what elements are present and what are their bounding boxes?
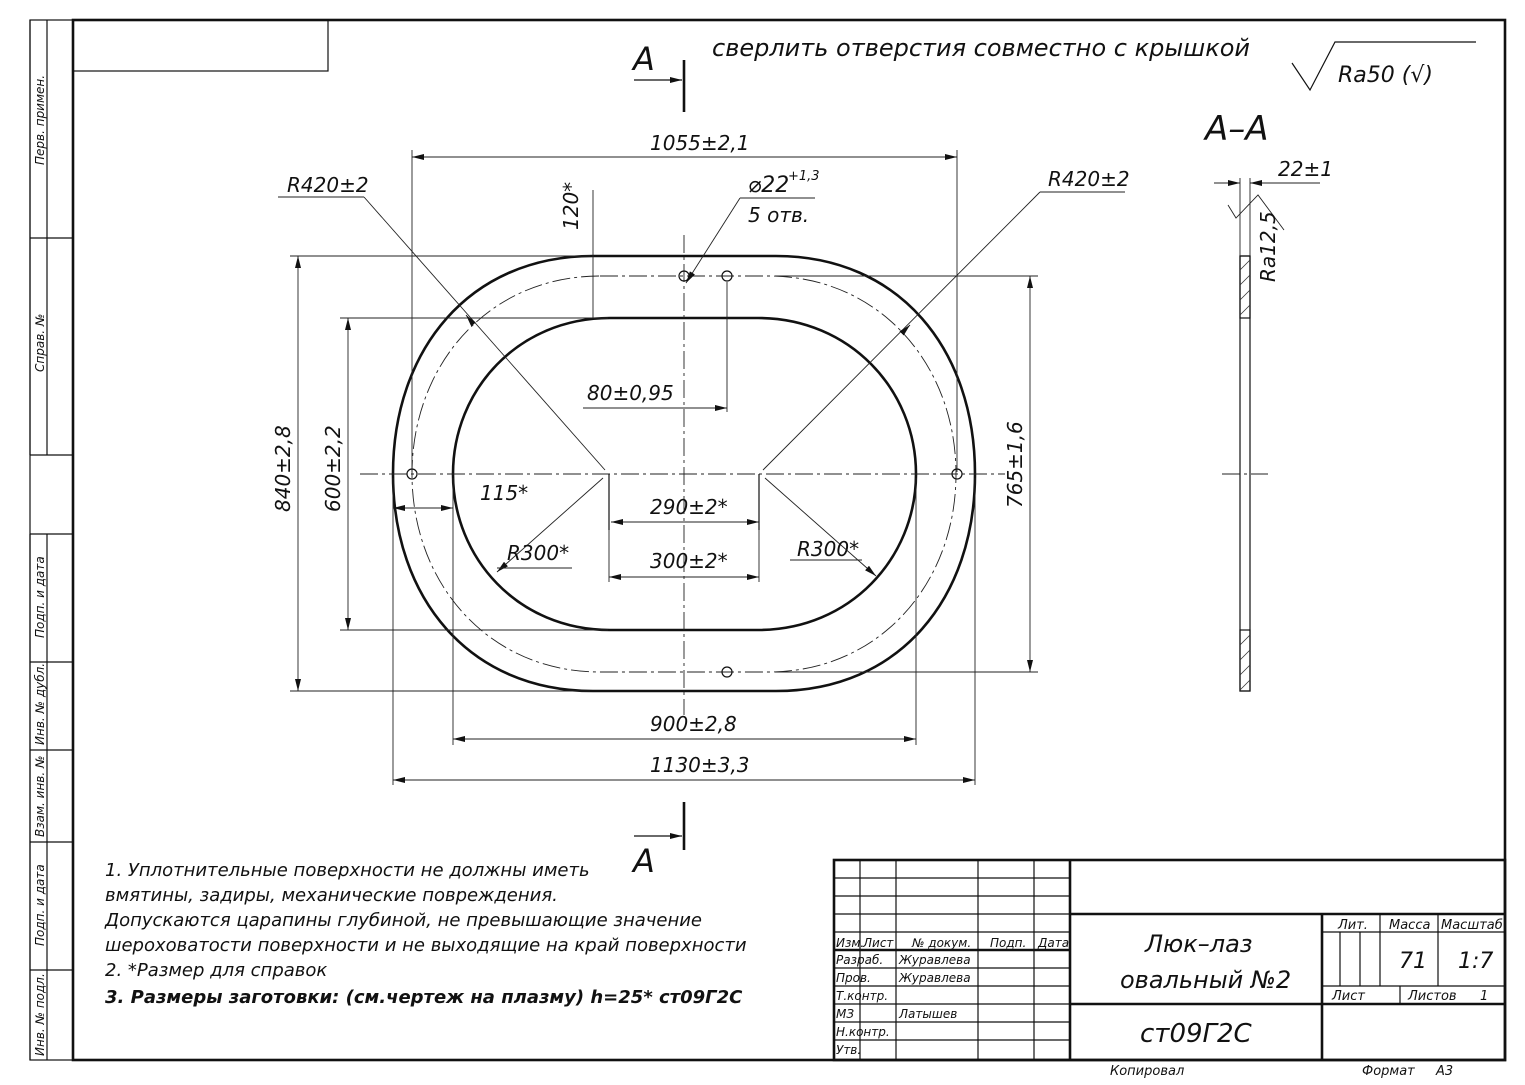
side-strip: Перв. примен. Справ. № Подп. и дата Инв.… (33, 75, 47, 1056)
dim-radius-right: R420±2 (1048, 167, 1130, 191)
label-vzam-inv: Взам. инв. № (33, 756, 47, 837)
dim-hole-count: 5 отв. (748, 203, 809, 227)
tb-role: Утв. (836, 1043, 861, 1057)
dim-115: 115* (480, 481, 528, 505)
drill-note: сверлить отверстия совместно с крышкой (712, 34, 1250, 62)
tb-role: Н.контр. (836, 1025, 890, 1039)
tb-product-name-1: Люк–лаз (1144, 930, 1253, 958)
tb-header-dokum: № докум. (911, 936, 971, 950)
section-title: А–А (1203, 109, 1269, 149)
note-line: 2. *Размер для справок (105, 960, 327, 981)
hatch-plan-view (360, 235, 1005, 715)
dim-radius-left: R420±2 (287, 173, 369, 197)
section-marker-top: А (631, 40, 686, 112)
label-perv-primen: Перв. примен. (33, 75, 47, 165)
tb-sheets-label: Листов (1407, 989, 1457, 1004)
dim-r300-left: R300* (507, 541, 569, 565)
tb-format: А3 (1435, 1064, 1453, 1079)
dim-width-1130: 1130±3,3 (650, 753, 749, 777)
section-marker-bottom: А (631, 802, 686, 880)
tb-role: МЗ (836, 1007, 854, 1021)
tb-copied: Копировал (1110, 1064, 1184, 1079)
dim-offset-120: 120* (559, 182, 583, 230)
tb-role: Т.контр. (836, 989, 888, 1003)
dim-290: 290±2* (650, 495, 728, 519)
outer-contour (391, 254, 977, 693)
label-podp-data-1: Подп. и дата (33, 556, 47, 638)
note-line: 3. Размеры заготовки: (см.чертеж на плаз… (105, 987, 743, 1008)
section-view-aa: А–А 22±1 Ra12,5 (1203, 109, 1333, 692)
tb-mass: 71 (1399, 949, 1427, 974)
dim-hole-tol: +1,3 (788, 169, 820, 184)
label-podp-data-2: Подп. и дата (33, 864, 47, 946)
section-label-top: А (631, 40, 655, 78)
tb-name: Журавлева (898, 971, 971, 985)
tb-name: Латышев (898, 1007, 957, 1021)
dim-top-width: 1055±2,1 (650, 131, 749, 155)
bolt-hole (721, 666, 733, 678)
label-sprav-no: Справ. № (33, 314, 47, 372)
tb-header-data: Дата (1037, 936, 1069, 950)
note-line: 1. Уплотнительные поверхности не должны … (105, 860, 590, 881)
note-line: Допускаются царапины глубиной, не превыш… (104, 910, 702, 931)
tb-format-label: Формат (1362, 1064, 1415, 1079)
dim-hole-dia: ⌀22 (748, 173, 789, 198)
label-inv-dubl: Инв. № дубл. (33, 663, 47, 745)
technical-notes: 1. Уплотнительные поверхности не должны … (104, 860, 747, 1008)
dimensions: 1055±2,1 120* ⌀22 +1,3 5 отв. R420±2 R42… (271, 131, 1130, 785)
tb-role: Разраб. (836, 953, 883, 967)
section-label-bottom: А (631, 842, 655, 880)
bolt-hole (721, 270, 733, 282)
tb-header-podp: Подп. (990, 936, 1026, 950)
dim-r300-right: R300* (797, 537, 859, 561)
roughness-symbol: Ra50 (√) (1291, 41, 1476, 92)
tb-scale: 1:7 (1458, 949, 1493, 974)
sheet-frame (29, 18, 1507, 1062)
tb-sheets: 1 (1480, 989, 1488, 1004)
dim-offset-80: 80±0,95 (587, 381, 674, 405)
section-thickness: 22±1 (1278, 157, 1333, 181)
tb-header-list: Лист (862, 936, 894, 950)
tb-role: Пров. (836, 971, 871, 985)
note-line: шероховатости поверхности и не выходящие… (105, 935, 747, 956)
inner-opening (451, 316, 918, 632)
tb-header-izm: Изм. (836, 936, 864, 950)
tb-scale-label: Масштаб (1441, 918, 1503, 933)
tb-name: Журавлева (898, 953, 971, 967)
section-edge-roughness: Ra12,5 (1256, 211, 1280, 282)
roughness-value: Ra50 (√) (1338, 63, 1433, 88)
tb-lit-label: Лит. (1337, 918, 1368, 933)
dim-300: 300±2* (650, 549, 728, 573)
label-inv-podl: Инв. № подл. (33, 973, 47, 1056)
title-block: Изм. Лист № докум. Подп. Дата Разраб. Жу… (832, 858, 1507, 1079)
bolt-circle (411, 275, 957, 673)
dim-width-900: 900±2,8 (650, 712, 737, 736)
tb-material: ст09Г2С (1140, 1019, 1253, 1049)
tb-mass-label: Масса (1389, 918, 1430, 933)
tb-product-name-2: овальный №2 (1120, 966, 1291, 994)
tb-sheet-label: Лист (1331, 989, 1365, 1004)
note-line: вмятины, задиры, механические повреждени… (105, 885, 558, 906)
dim-height-840: 840±2,8 (271, 425, 295, 512)
dim-height-600: 600±2,2 (321, 425, 345, 512)
dim-height-765: 765±1,6 (1003, 421, 1027, 508)
